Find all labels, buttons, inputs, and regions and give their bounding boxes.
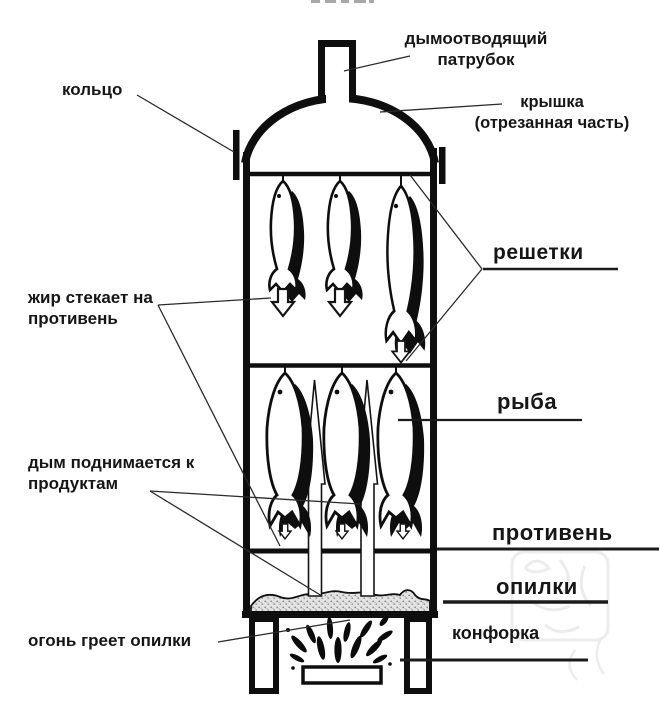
burner-label: конфорка (452, 623, 540, 643)
lower-fish-group (265, 364, 425, 540)
grates-label: решетки (493, 241, 584, 264)
fat-drip-arrow-icon (278, 523, 410, 540)
upper-fish-group (268, 172, 426, 364)
burner-plate (301, 665, 383, 685)
watermark (510, 550, 610, 681)
smoker-body (233, 40, 446, 694)
smoke-pipe-stub (318, 40, 356, 103)
fat-label: жир стекает на противень (28, 288, 153, 329)
fish-icon (376, 371, 425, 537)
cropped-text-artifact (311, 0, 374, 3)
lid-label: крышка (отрезанная часть) (474, 93, 630, 132)
smoke-pipe-label: дымоотводящий патрубок (404, 29, 548, 70)
leader-lines (136, 55, 503, 643)
ring-label: кольцо (62, 80, 123, 99)
leg-left (249, 616, 279, 694)
sawdust-label: опилки (496, 574, 578, 599)
fish-icon (325, 179, 363, 302)
fire-label: огонь греет опилки (28, 631, 192, 650)
label-underlines (398, 267, 659, 662)
sawdust-layer (250, 589, 431, 613)
tray-label: противень (492, 520, 613, 545)
fish-icon (384, 184, 426, 354)
ring-mark (233, 130, 446, 184)
leg-right (404, 616, 432, 694)
fire-icon (286, 611, 393, 670)
fish-icon (322, 371, 371, 537)
lid-dome (241, 93, 439, 164)
fish-icon (268, 179, 306, 302)
fish-icon (265, 371, 314, 537)
fish-label: рыба (497, 389, 558, 414)
smoke-rises-label: дым поднимается к продуктам (28, 453, 195, 494)
